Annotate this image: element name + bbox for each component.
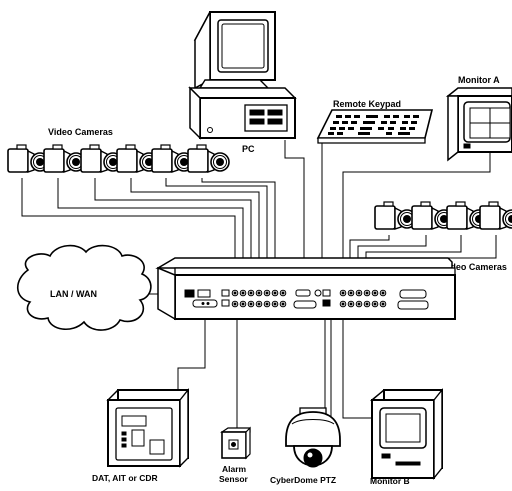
dvr-unit-icon (155, 257, 456, 321)
camera-icon (7, 144, 50, 173)
video-cameras-left-label: Video Cameras (48, 127, 113, 137)
pc-icon (188, 11, 297, 140)
camera-icon (374, 201, 417, 230)
cable-monitor-a (342, 150, 491, 290)
video-cameras-right-label: Video Cameras (442, 262, 507, 272)
camera-icon (80, 144, 123, 173)
cable-pc (284, 140, 305, 290)
camera-icon (151, 144, 194, 173)
monitor-icon (369, 388, 443, 480)
keypad-icon (316, 109, 434, 144)
cable-camera-5 (165, 178, 268, 290)
cable-camera-3 (94, 178, 252, 290)
cable-dat (177, 302, 206, 392)
tape-recorder-icon (106, 388, 189, 468)
remote-keypad-label: Remote Keypad (333, 99, 401, 109)
cable-camera-1 (21, 178, 236, 290)
cloud-icon (16, 244, 152, 331)
cable-camera-4 (130, 178, 260, 290)
lan-wan-label: LAN / WAN (50, 289, 97, 299)
camera-icon (479, 201, 512, 230)
cable-camera-6 (201, 178, 276, 290)
cyberdome-ptz-label: CyberDome PTZ (270, 475, 336, 485)
camera-group-left (7, 144, 230, 173)
dat-recorder-label: DAT, AIT or CDR (92, 473, 158, 483)
cable-camera-2 (57, 178, 244, 290)
monitor-icon (445, 87, 512, 162)
alarm-sensor-label-1: Alarm (222, 464, 247, 474)
pc-label: PC (242, 144, 255, 154)
monitor-b-label: Monitor B (370, 476, 410, 486)
cable-monitor-b (342, 302, 372, 419)
alarm-sensor-label-2: Sensor (219, 474, 249, 484)
monitor-a-label: Monitor A (458, 75, 500, 85)
camera-icon (187, 144, 230, 173)
camera-group-right (374, 201, 512, 230)
camera-icon (43, 144, 86, 173)
alarm-sensor-icon (220, 426, 251, 460)
dome-camera-icon (285, 407, 341, 468)
